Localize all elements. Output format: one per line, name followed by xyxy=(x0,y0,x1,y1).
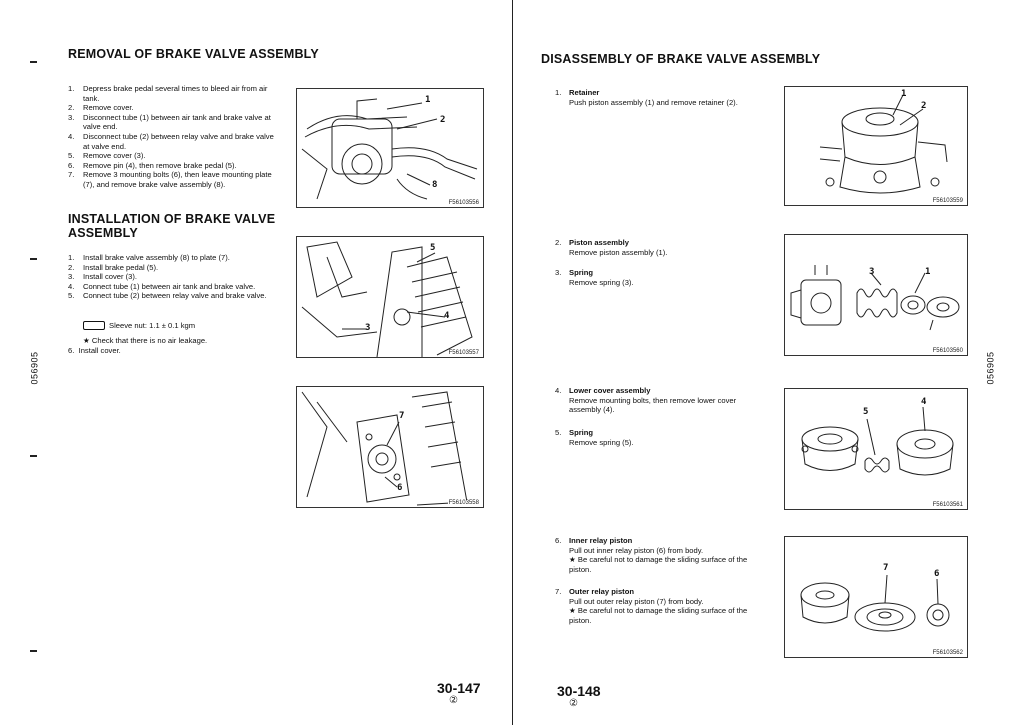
torque-wrench-icon xyxy=(83,320,105,330)
list-item: 5.Remove cover (3). xyxy=(68,151,146,161)
piston-spring-drawing xyxy=(790,265,960,331)
relay-pistons-drawing xyxy=(800,574,950,632)
margin-mark xyxy=(30,650,37,652)
list-item: 6.Remove pin (4), then remove brake peda… xyxy=(68,160,237,170)
figure-mounting-plate: 7 6 F56103558 xyxy=(296,386,484,508)
figure-brake-pedal: 5 3 4 F56103557 xyxy=(296,236,484,358)
figure-id: F56103562 xyxy=(931,650,964,656)
figure-lower-cover: 5 4 F56103561 xyxy=(784,388,968,510)
brake-valve-drawing xyxy=(301,98,478,200)
figure-id: F56103557 xyxy=(447,350,480,356)
page-number-left: 30-147 xyxy=(437,680,481,696)
callout: 3 xyxy=(365,323,371,333)
list-item: 3.Disconnect tube (1) between air tank a… xyxy=(68,112,271,132)
figure-brake-valve-tubes: 1 2 8 F56103556 xyxy=(296,88,484,208)
figure-id: F56103556 xyxy=(447,200,480,206)
disassembly-title: DISASSEMBLY OF BRAKE VALVE ASSEMBLY xyxy=(541,52,821,66)
callout: 5 xyxy=(430,243,436,253)
brake-pedal-drawing xyxy=(301,241,473,357)
figure-id: F56103558 xyxy=(447,500,480,506)
figure-id: F56103559 xyxy=(931,198,964,204)
mounting-plate-drawing xyxy=(301,391,468,506)
torque-spec: Sleeve nut: 1.1 ± 0.1 kgm xyxy=(83,320,195,331)
removal-steps: 1.Depress brake pedal several times to b… xyxy=(68,84,276,190)
side-code-right: 056905 xyxy=(985,351,996,385)
callout: 6 xyxy=(934,569,940,579)
list-item: 2.Remove cover. xyxy=(68,103,134,113)
callout: 5 xyxy=(863,407,869,417)
callout: 1 xyxy=(901,89,907,99)
side-code-left: 056905 xyxy=(29,351,40,385)
callout: 6 xyxy=(397,483,403,493)
callout: 4 xyxy=(444,311,450,321)
callout: 8 xyxy=(432,180,438,190)
margin-mark xyxy=(30,61,37,63)
callout: 4 xyxy=(921,397,927,407)
list-item: 1.Depress brake pedal several times to b… xyxy=(68,84,268,103)
list-item: 4.Connect tube (1) between air tank and … xyxy=(68,281,256,291)
page-number-right: 30-148 xyxy=(557,683,601,699)
list-item: 7.Remove 3 mounting bolts (6), then leav… xyxy=(68,170,272,189)
retainer-drawing xyxy=(819,94,948,194)
callout: 1 xyxy=(425,95,431,105)
removal-title: REMOVAL OF BRAKE VALVE ASSEMBLY xyxy=(68,47,319,61)
installation-title: INSTALLATION OF BRAKE VALVE ASSEMBLY xyxy=(68,212,276,240)
list-item: 2.Install brake pedal (5). xyxy=(68,262,159,272)
revision-mark-left: ② xyxy=(449,695,458,706)
callout: 2 xyxy=(921,101,927,111)
check-note: ★ Check that there is no air leakage. xyxy=(83,336,208,345)
callout: 1 xyxy=(925,267,931,277)
figure-retainer: 1 2 F56103559 xyxy=(784,86,968,206)
install-step-6: 6. Install cover. xyxy=(68,346,121,355)
page-divider xyxy=(512,0,513,725)
callout: 7 xyxy=(883,563,889,573)
callout: 7 xyxy=(399,411,405,421)
callout: 2 xyxy=(440,115,446,125)
margin-mark xyxy=(30,455,37,457)
figure-relay-pistons: 7 6 F56103562 xyxy=(784,536,968,658)
revision-mark-right: ② xyxy=(569,698,578,709)
figure-id: F56103561 xyxy=(931,502,964,508)
list-item: 1.Install brake valve assembly (8) to pl… xyxy=(68,253,230,262)
callout: 3 xyxy=(869,267,875,277)
installation-steps: 1.Install brake valve assembly (8) to pl… xyxy=(68,253,276,301)
lower-cover-drawing xyxy=(801,406,954,476)
figure-piston-spring: 3 1 F56103560 xyxy=(784,234,968,356)
figure-id: F56103560 xyxy=(931,348,964,354)
list-item: 3.Install cover (3). xyxy=(68,272,138,282)
list-item: 5.Connect tube (2) between relay valve a… xyxy=(68,291,267,301)
margin-mark xyxy=(30,258,37,260)
list-item: 4.Disconnect tube (2) between relay valv… xyxy=(68,131,274,151)
